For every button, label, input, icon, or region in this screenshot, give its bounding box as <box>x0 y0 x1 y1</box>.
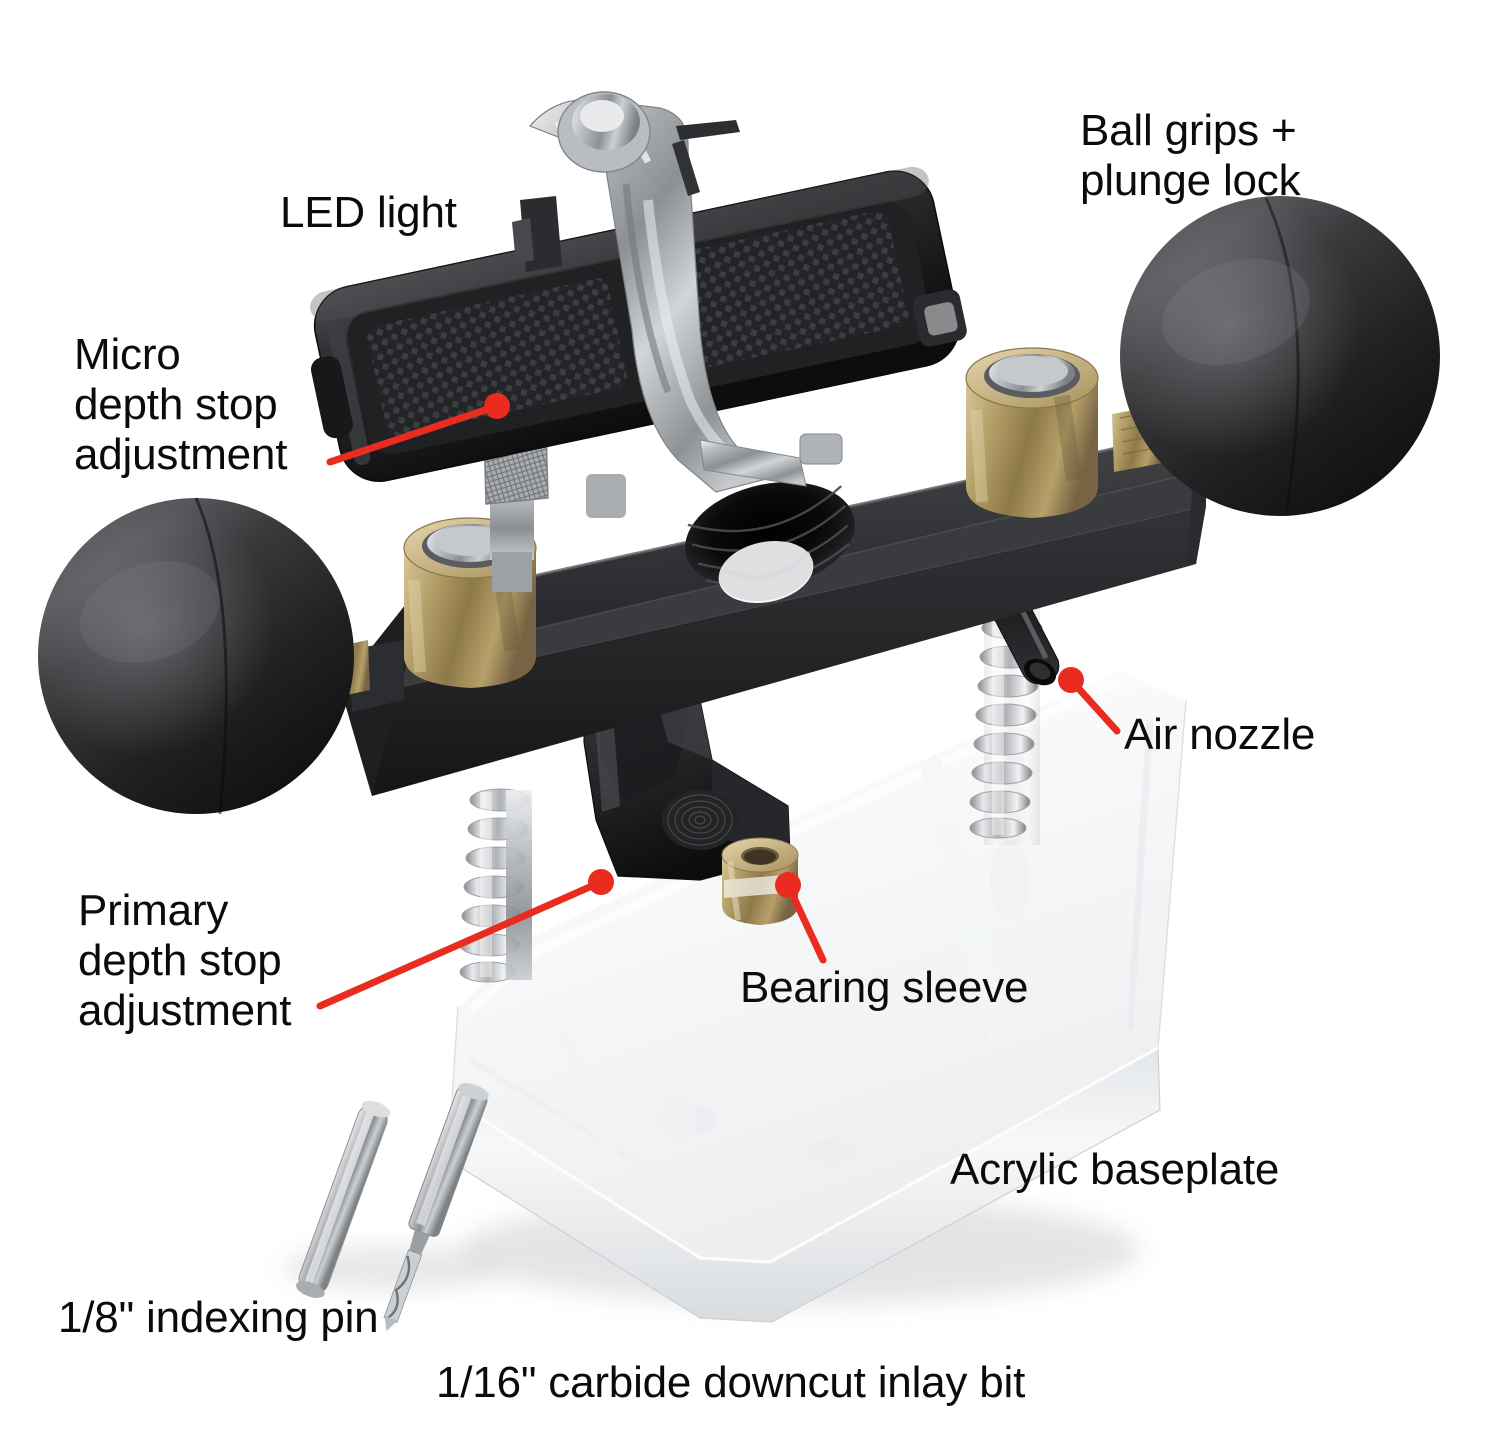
threaded-center-hole <box>685 482 855 603</box>
carbide-inlay-bit <box>383 1083 489 1332</box>
right-post <box>586 474 626 518</box>
label-primary-depth-stop: Primary depth stop adjustment <box>78 886 292 1036</box>
bearing-sleeve <box>721 837 799 925</box>
ball-grip-left <box>38 497 404 815</box>
label-ball-grips: Ball grips + plunge lock <box>1080 106 1301 206</box>
label-inlay-bit: 1/16" carbide downcut inlay bit <box>436 1358 1026 1407</box>
mount-post <box>512 196 562 272</box>
label-bearing-sleeve: Bearing sleeve <box>740 963 1029 1012</box>
label-micro-depth-stop: Micro depth stop adjustment <box>74 330 288 480</box>
ball-grip-right <box>1112 196 1440 516</box>
clamp-lever <box>528 91 843 493</box>
label-led-light: LED light <box>280 188 457 237</box>
label-air-nozzle: Air nozzle <box>1124 710 1316 759</box>
label-indexing-pin: 1/8" indexing pin <box>58 1293 379 1342</box>
spring-left <box>459 788 532 983</box>
label-acrylic-baseplate: Acrylic baseplate <box>950 1145 1280 1194</box>
indexing-pin <box>295 1100 391 1298</box>
plunge-lock-barrel-right <box>965 347 1099 518</box>
